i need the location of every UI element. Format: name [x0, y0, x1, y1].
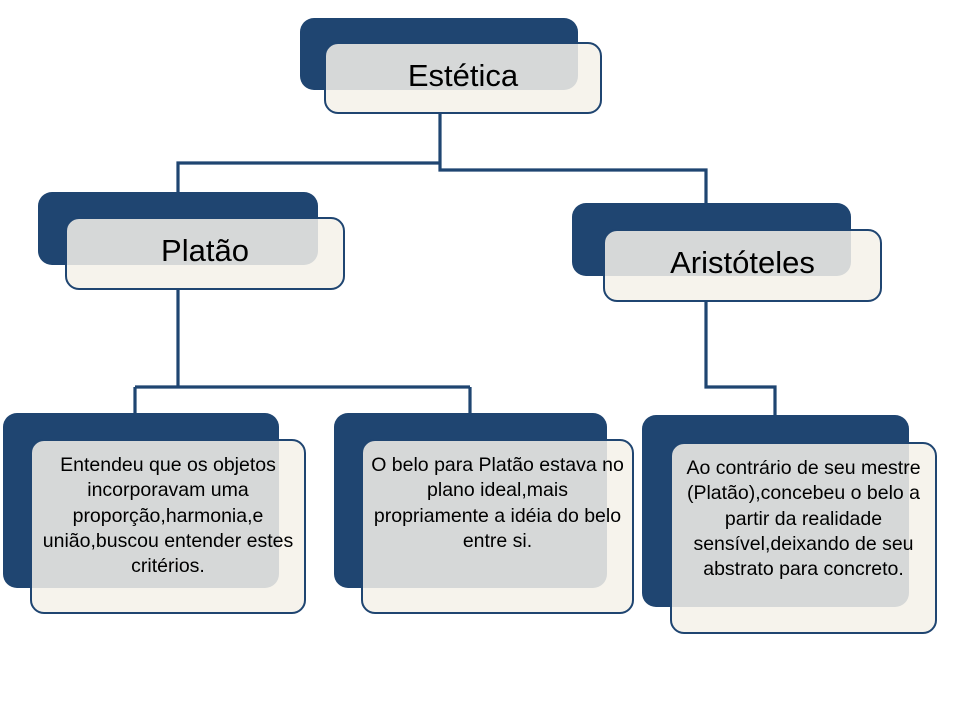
node-aristoteles-detail-1[interactable]: Ao contrário de seu mestre (Platão),conc…: [642, 415, 937, 634]
node-label: O belo para Platão estava no plano ideal…: [371, 454, 624, 553]
node-platao-detail-2[interactable]: O belo para Platão estava no plano ideal…: [334, 413, 634, 614]
edge-root-to-aristoteles: [438, 163, 708, 203]
node-label: Estética: [407, 58, 519, 93]
node-card[interactable]: Entendeu que os objetos incorporavam uma…: [30, 439, 306, 614]
node-label: Ao contrário de seu mestre (Platão),conc…: [686, 457, 921, 581]
node-label: Aristóteles: [670, 245, 815, 280]
node-platao[interactable]: Platão: [38, 192, 345, 290]
node-label: Platão: [161, 233, 249, 268]
edge-root-to-platao: [176, 161, 440, 192]
node-card[interactable]: Ao contrário de seu mestre (Platão),conc…: [670, 442, 937, 634]
edge-aristoteles-to-leaf3: [704, 300, 777, 420]
node-estetica[interactable]: Estética: [300, 18, 602, 114]
node-platao-detail-1[interactable]: Entendeu que os objetos incorporavam uma…: [3, 413, 306, 614]
node-card[interactable]: Estética: [324, 42, 602, 114]
node-card[interactable]: O belo para Platão estava no plano ideal…: [361, 439, 634, 614]
node-label: Entendeu que os objetos incorporavam uma…: [42, 454, 294, 578]
node-card[interactable]: Platão: [65, 217, 345, 290]
node-card[interactable]: Aristóteles: [603, 229, 882, 302]
node-aristoteles[interactable]: Aristóteles: [572, 203, 882, 302]
